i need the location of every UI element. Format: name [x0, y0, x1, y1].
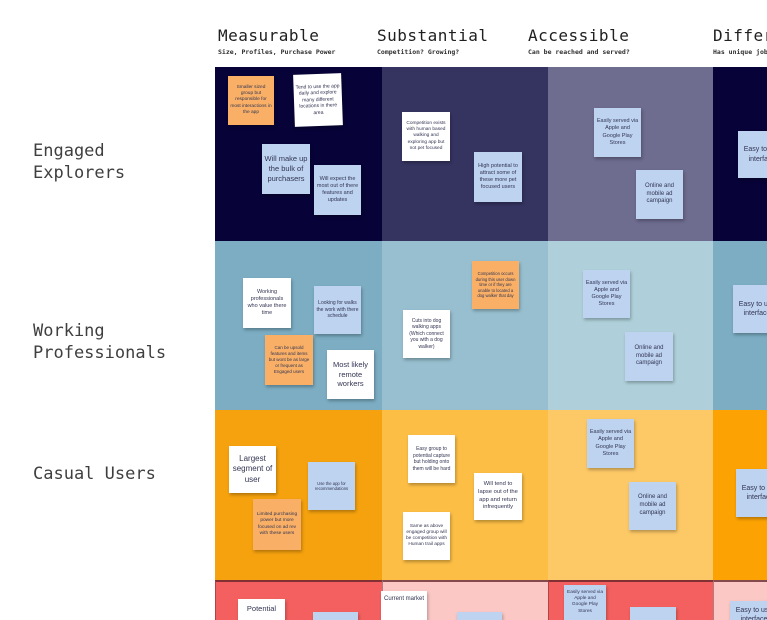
column-title: Measurable	[218, 26, 320, 45]
row-label-engaged-explorers: Engaged Explorers	[33, 141, 126, 183]
sticky-note[interactable]: Competition occurs during this user down…	[472, 261, 519, 309]
sticky-note[interactable]: Same as above engaged group will be comp…	[403, 512, 450, 560]
sticky-note[interactable]: Looking for walks the work with there sc…	[314, 286, 361, 334]
sticky-note[interactable]: Easy to use interface	[738, 131, 767, 178]
sticky-note[interactable]: Tend to use the app daily and explore ma…	[293, 73, 343, 127]
sticky-note[interactable]: Will expect the most out of there featur…	[314, 165, 361, 215]
sticky-note[interactable]: Online and mobile ad campaign	[636, 170, 683, 219]
column-title: Substantial	[377, 26, 489, 45]
sticky-note[interactable]: Will make up the bulk of purchasers	[262, 144, 310, 194]
sticky-note[interactable]: Easily served via Apple and Google Play …	[587, 419, 634, 468]
sticky-note[interactable]: Working professionals who value there ti…	[243, 278, 291, 328]
cell-r3c1	[215, 410, 382, 580]
sticky-note[interactable]: Easily served via Apple and Google Play …	[594, 108, 641, 157]
column-subtitle: Competition? Growing?	[377, 48, 460, 56]
sticky-note[interactable]: Easy group to potential capture but hold…	[408, 435, 455, 483]
cell-r2c3	[548, 241, 713, 410]
column-subtitle: Size, Profiles, Purchase Power	[218, 48, 336, 56]
sticky-note[interactable]: High potential to attract some of these …	[474, 152, 522, 202]
column-subtitle: Has unique jobs?	[713, 48, 767, 56]
sticky-note[interactable]: Cuts into dog walking apps (Which connec…	[403, 310, 450, 358]
column-title: Accessible	[528, 26, 630, 45]
row-label-casual-users: Casual Users	[33, 464, 156, 484]
sticky-note[interactable]: Competition exists with human based walk…	[402, 112, 450, 161]
column-header-substantial: Substantial Competition? Growing?	[377, 26, 488, 56]
sticky-note[interactable]: Easily served via Apple and Google Play …	[583, 270, 630, 318]
sticky-note[interactable]: Online and mobile ad campaign	[629, 482, 676, 530]
sticky-note[interactable]: Smaller sized group but responsible for …	[228, 76, 274, 125]
column-subtitle: Can be reached and served?	[528, 48, 630, 56]
sticky-note[interactable]: Easily served via Apple and Google Play …	[564, 585, 606, 620]
sticky-note[interactable]	[630, 607, 676, 620]
column-header-accessible: Accessible Can be reached and served?	[528, 26, 630, 56]
sticky-note[interactable]: Will tend to lapse out of the app and re…	[474, 473, 522, 520]
column-header-measurable: Measurable Size, Profiles, Purchase Powe…	[218, 26, 335, 56]
column-title: Differentiable	[713, 26, 767, 45]
sticky-note[interactable]: Potential	[238, 599, 285, 620]
sticky-note[interactable]: Easy to use interface	[730, 601, 767, 620]
sticky-note[interactable]: Can be upsold features and items but won…	[265, 335, 313, 385]
sticky-note[interactable]: Easy to use interface	[733, 285, 767, 333]
sticky-note[interactable]: Most likely remote workers	[327, 350, 374, 399]
row-label-working-professionals: Working Professionals	[33, 321, 167, 363]
sticky-note[interactable]: Easy to use interface	[736, 469, 767, 517]
sticky-note[interactable]: Limited purchasing power but more focuse…	[253, 499, 301, 550]
sticky-note[interactable]	[457, 612, 502, 620]
sticky-note[interactable]	[313, 612, 358, 620]
sticky-note[interactable]: Use the app for recommendations	[308, 462, 355, 510]
sticky-note[interactable]: Current market	[381, 591, 427, 620]
sticky-note[interactable]: Largest segment of user	[229, 446, 276, 493]
column-header-differentiable: Differentiable Has unique jobs?	[713, 26, 767, 56]
sticky-note[interactable]: Online and mobile ad campaign	[625, 332, 673, 381]
